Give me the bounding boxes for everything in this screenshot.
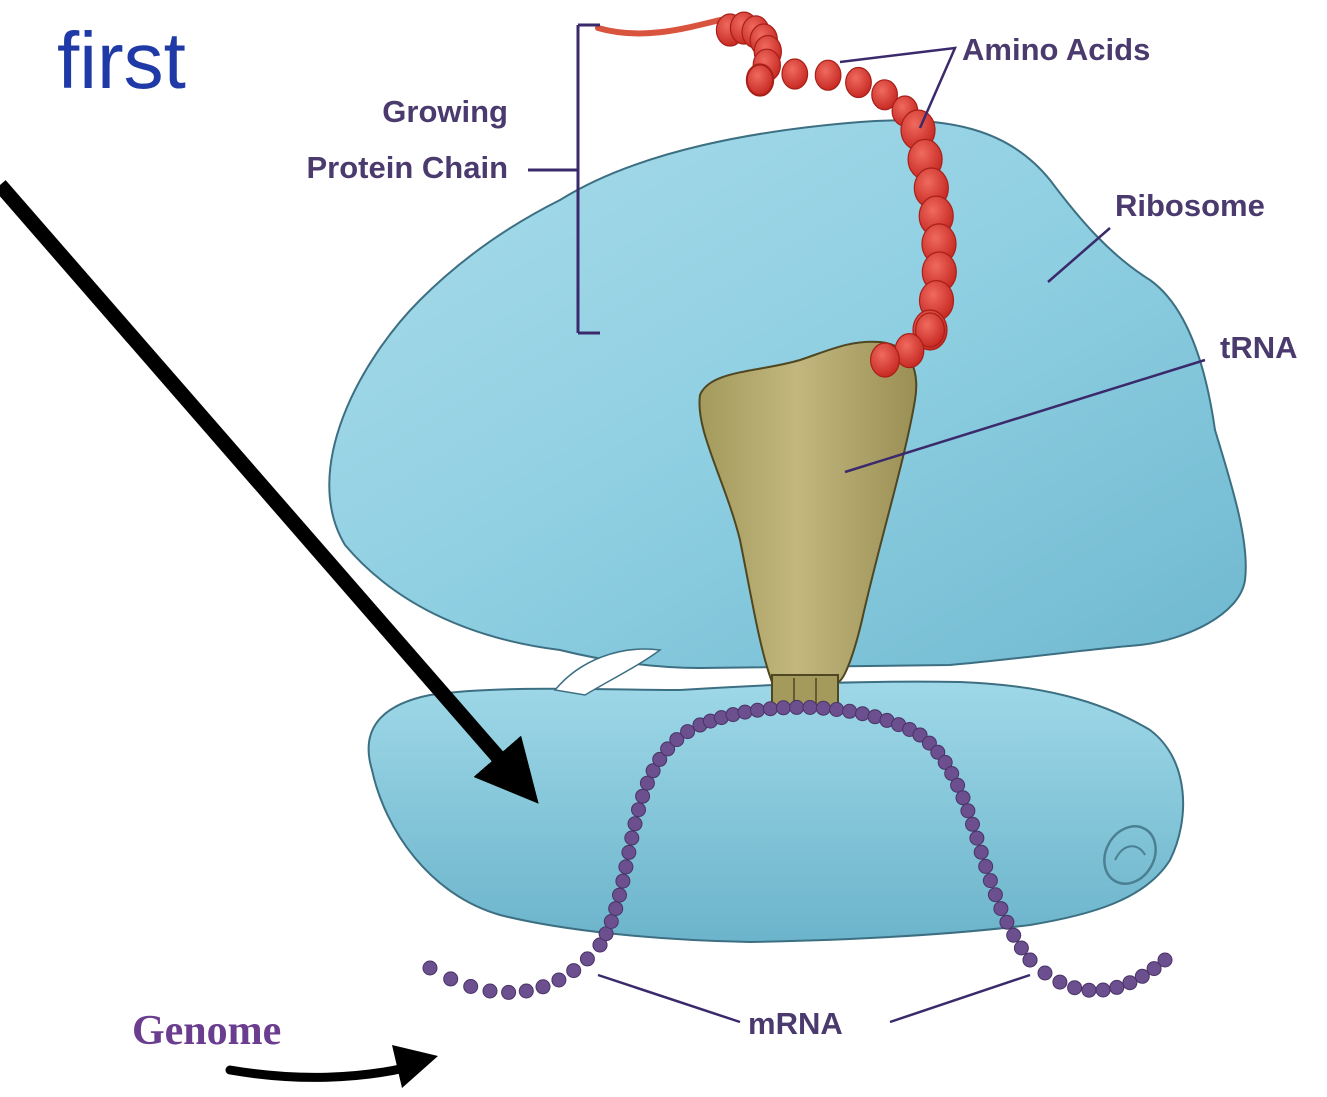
mrna-bead <box>830 703 844 717</box>
mrna-bead <box>816 701 830 715</box>
mrna-bead <box>444 972 458 986</box>
mrna-bead <box>613 888 627 902</box>
mrna-bead <box>738 705 752 719</box>
label-protein-chain: Protein Chain <box>306 150 508 185</box>
mrna-bead <box>464 980 478 994</box>
mrna-bead <box>632 803 646 817</box>
mrna-bead <box>604 915 618 929</box>
mrna-bead <box>636 789 650 803</box>
mrna-bead <box>956 791 970 805</box>
mrna-bead <box>856 707 870 721</box>
mrna-bead <box>1096 983 1110 997</box>
mrna-bead <box>1038 966 1052 980</box>
mrna-leader-left <box>598 975 740 1022</box>
mrna-bead <box>1014 941 1028 955</box>
mrna-bead <box>843 704 857 718</box>
heading-text: first <box>57 16 186 105</box>
mrna-bead <box>1068 981 1082 995</box>
mrna-bead <box>966 817 980 831</box>
mrna-bead <box>519 984 533 998</box>
mrna-bead <box>622 845 636 859</box>
mrna-bead <box>567 964 581 978</box>
mrna-bead <box>803 701 817 715</box>
mrna-bead <box>994 902 1008 916</box>
mrna-bead <box>616 874 630 888</box>
label-growing: Growing <box>382 94 508 129</box>
mrna-bead <box>536 980 550 994</box>
mrna-bead <box>1158 953 1172 967</box>
subunit-gap <box>555 649 660 695</box>
mrna-bead <box>1007 928 1021 942</box>
mrna-bead <box>1082 983 1096 997</box>
amino-acid-bead <box>815 60 841 90</box>
mrna-bead <box>609 902 623 916</box>
amino-acid-bead <box>871 343 900 377</box>
mrna-bead <box>951 778 965 792</box>
mrna-bead <box>1053 975 1067 989</box>
mrna-bead <box>751 703 765 717</box>
mrna-bead <box>1110 980 1124 994</box>
label-trna: tRNA <box>1220 330 1298 365</box>
label-ribosome: Ribosome <box>1115 188 1265 223</box>
mrna-bead <box>1123 976 1137 990</box>
mrna-bead <box>1023 953 1037 967</box>
ribosome-small-subunit <box>369 682 1184 942</box>
amino-acid-bead <box>782 59 808 89</box>
mrna-bead <box>961 804 975 818</box>
mrna-bead <box>988 888 1002 902</box>
mrna-leader-right <box>890 975 1030 1022</box>
mrna-bead <box>502 985 516 999</box>
label-mrna: mRNA <box>748 1006 843 1041</box>
mrna-bead <box>483 984 497 998</box>
amino-acid-bead <box>747 65 773 95</box>
mrna-bead <box>625 831 639 845</box>
mrna-bead <box>790 700 804 714</box>
mrna-bead <box>979 859 993 873</box>
label-amino-acids: Amino Acids <box>962 32 1150 67</box>
mrna-bead <box>983 874 997 888</box>
mrna-bead <box>552 973 566 987</box>
mrna-bead <box>970 831 984 845</box>
mrna-bead <box>423 961 437 975</box>
mrna-bead <box>580 952 594 966</box>
mrna-bead <box>619 860 633 874</box>
protein-chain-tail <box>598 20 720 33</box>
mrna-bead <box>776 701 790 715</box>
label-genome: Genome <box>132 1008 281 1054</box>
mrna-bead <box>1000 915 1014 929</box>
mrna-bead <box>974 845 988 859</box>
mrna-bead <box>763 702 777 716</box>
mrna-bead <box>681 725 695 739</box>
amino-acid-bead <box>846 68 872 98</box>
mrna-bead <box>628 817 642 831</box>
